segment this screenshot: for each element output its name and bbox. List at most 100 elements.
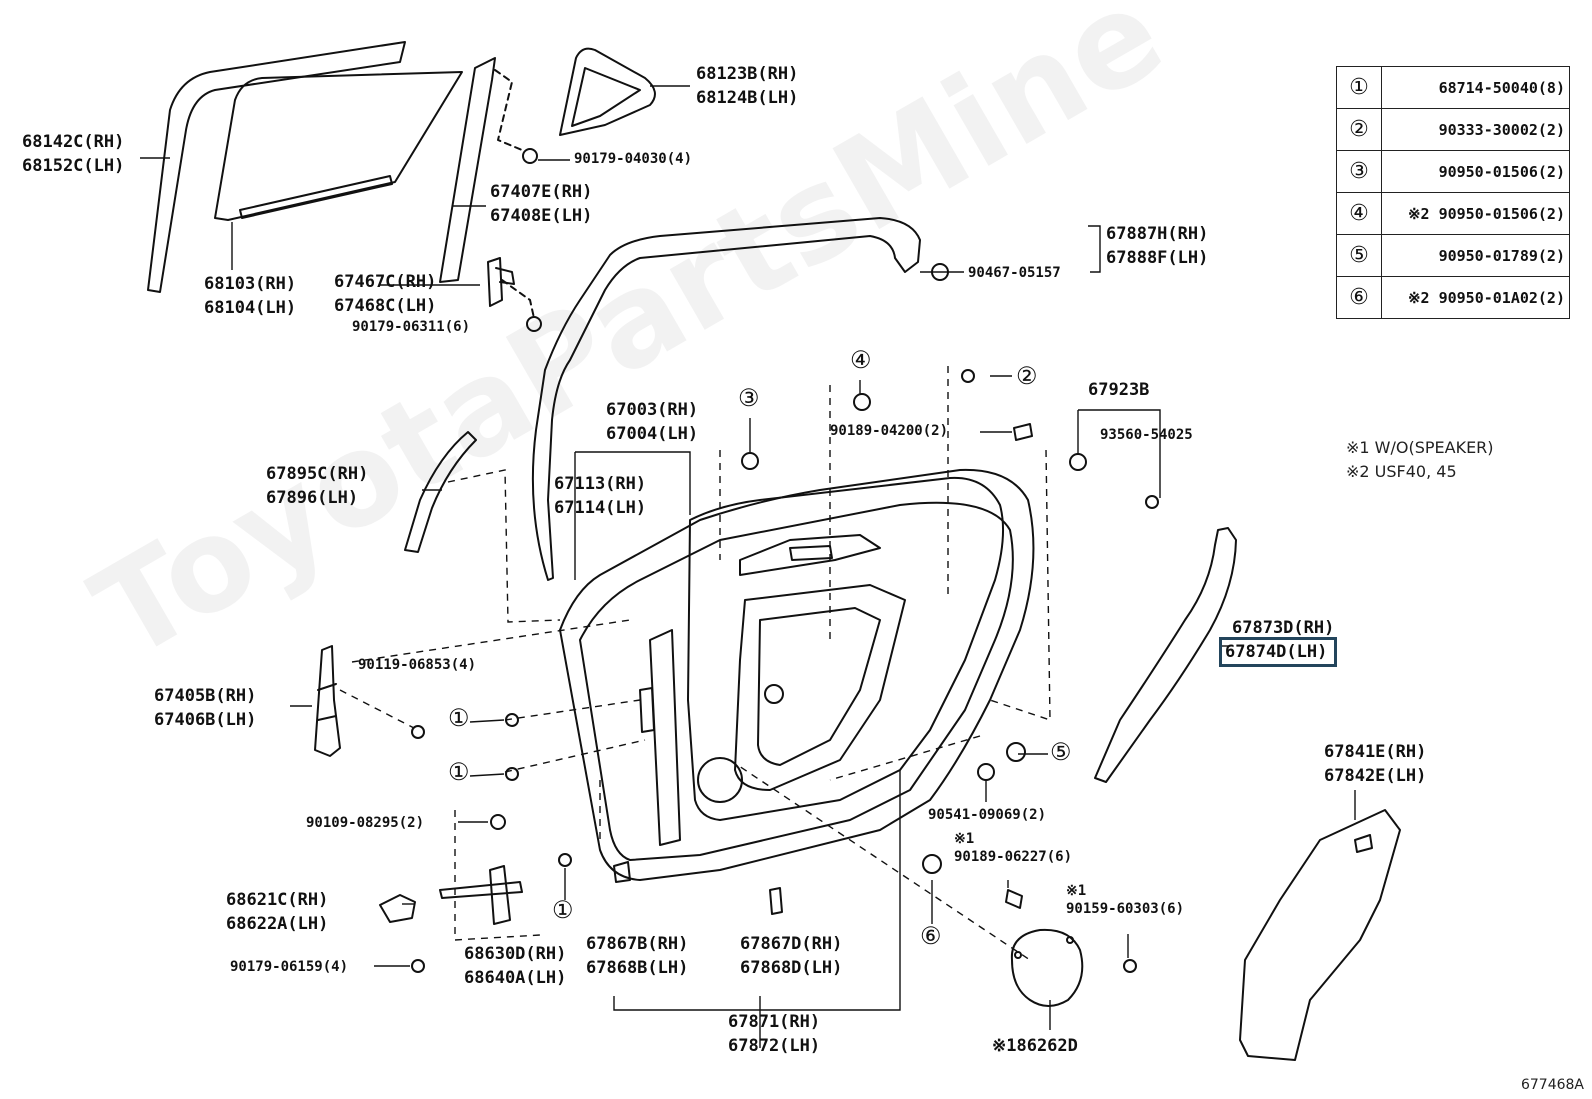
label-67923B[interactable]: 67923B [1088,380,1150,400]
part-rh: 67871(RH) [728,1012,821,1032]
part-rh: 67867B(RH) [586,934,689,954]
part-rh: 67867D(RH) [740,934,843,954]
part-number[interactable]: 68714-50040(8) [1381,66,1570,109]
label-90189-06227[interactable]: ※1 90189-06227(6) [954,830,1072,866]
callout-symbol: ⑤ [1336,234,1382,277]
division-bar-drawing [439,57,496,283]
glass-run-channel-drawing [147,41,406,293]
part-lh: 67842E(LH) [1324,766,1427,786]
reference-code: 677468A [1520,1077,1584,1093]
label-67003[interactable]: 67003(RH) 67004(LH) [606,398,698,446]
door-check-drawing [379,865,523,925]
label-86262D[interactable]: ※186262D [992,1036,1078,1056]
part-rh: 67895C(RH) [266,464,369,484]
door-panel-drawing [559,468,1035,881]
label-67113[interactable]: 67113(RH) 67114(LH) [554,472,646,520]
callout-symbol: ② [1336,108,1382,151]
regulator-drawing [314,645,341,757]
label-67407E[interactable]: 67407E(RH) 67408E(LH) [490,180,592,228]
quarter-glass-drawing [559,47,656,136]
callout-6[interactable]: ⑥ [920,922,942,950]
callout-4[interactable]: ④ [850,346,872,374]
part-rh: 67467C(RH) [334,272,437,292]
callout-1[interactable]: ① [552,896,574,924]
label-67841E[interactable]: 67841E(RH) 67842E(LH) [1324,740,1426,788]
speaker-drawing [1010,928,1084,1007]
label-68123B[interactable]: 68123B(RH) 68124B(LH) [696,62,798,110]
callout-3[interactable]: ③ [738,384,760,412]
label-67405B[interactable]: 67405B(RH) 67406B(LH) [154,684,256,732]
label-68630D[interactable]: 68630D(RH) 68640A(LH) [464,942,566,990]
label-68103[interactable]: 68103(RH) 68104(LH) [204,272,296,320]
door-glass-drawing [214,71,463,221]
service-hole-cover-drawing [1239,809,1401,1061]
legend-note: ※2 USF40, 45 [1346,462,1457,481]
part-rh: 67407E(RH) [490,182,593,202]
label-67895C[interactable]: 67895C(RH) 67896(LH) [266,462,368,510]
label-67873D[interactable]: 67873D(RH) 67874D(LH) [1218,616,1338,667]
quantity-table: ① 68714-50040(8) ② 90333-30002(2) ③ 9095… [1336,66,1570,319]
part-number[interactable]: ※2 90950-01506(2) [1381,192,1570,235]
label-90179-04030[interactable]: 90179-04030(4) [574,151,693,167]
label-67467C[interactable]: 67467C(RH) 67468C(LH) [334,270,436,318]
callout-symbol: ④ [1336,192,1382,235]
label-90179-06159[interactable]: 90179-06159(4) [230,959,349,975]
label-67867D[interactable]: 67867D(RH) 67868D(LH) [740,932,842,980]
legend-note: ※1 W/O(SPEAKER) [1346,438,1494,457]
part-rh: 67841E(RH) [1324,742,1427,762]
callout-5[interactable]: ⑤ [1050,738,1072,766]
part-rh: 67405B(RH) [154,686,257,706]
callout-2[interactable]: ② [1016,362,1038,390]
legend-notes: ※1 W/O(SPEAKER) ※2 USF40, 45 [1346,436,1494,484]
part-number[interactable]: 90333-30002(2) [1381,108,1570,151]
highlighted-part-lh: 67874D(LH) [1218,637,1338,667]
part-rh: 68142C(RH) [22,132,125,152]
label-68621C[interactable]: 68621C(RH) 68622A(LH) [226,888,328,936]
rear-weatherstrip-drawing [1094,527,1237,783]
part-lh: 67408E(LH) [490,206,593,226]
label-90467-05157[interactable]: 90467-05157 [968,265,1061,281]
table-row: ② 90333-30002(2) [1336,108,1570,151]
part-lh: 67896(LH) [266,488,359,508]
label-90189-04200[interactable]: 90189-04200(2) [830,423,949,439]
label-67887H[interactable]: 67887H(RH) 67888F(LH) [1106,222,1208,270]
label-90119-06853[interactable]: 90119-06853(4) [358,657,477,673]
part-number[interactable]: 90950-01789(2) [1381,234,1570,277]
part-rh: 67873D(RH) [1232,618,1335,638]
note-mark: ※1 [954,831,975,847]
label-90179-06311[interactable]: 90179-06311(6) [352,319,471,335]
part-rh: 68630D(RH) [464,944,567,964]
leader-line [501,279,535,319]
bracket-drawing [487,257,515,307]
part-number[interactable]: ※2 90950-01A02(2) [1381,276,1570,319]
callout-1[interactable]: ① [448,704,470,732]
leader-line [494,69,523,151]
label-67867B[interactable]: 67867B(RH) 67868B(LH) [586,932,688,980]
table-row: ⑤ 90950-01789(2) [1336,234,1570,277]
part-rh: 68123B(RH) [696,64,799,84]
part-lh: 68640A(LH) [464,968,567,988]
part-lh: 67004(LH) [606,424,699,444]
dashed-assembly-lines [339,366,1051,961]
part-lh: 68152C(LH) [22,156,125,176]
part-number[interactable]: 90950-01506(2) [1381,150,1570,193]
garnish-drawing [404,431,477,553]
label-67871[interactable]: 67871(RH) 67872(LH) [728,1010,820,1058]
label-93560-54025[interactable]: 93560-54025 [1100,427,1193,443]
label-90109-08295[interactable]: 90109-08295(2) [306,815,425,831]
part-rh: 67887H(RH) [1106,224,1209,244]
callout-symbol: ③ [1336,150,1382,193]
part-number: 90159-60303(6) [1066,901,1185,917]
label-90541-09069[interactable]: 90541-09069(2) [928,807,1047,823]
label-68142C[interactable]: 68142C(RH) 68152C(LH) [22,130,124,178]
part-lh: 67868B(LH) [586,958,689,978]
part-lh: 67868D(LH) [740,958,843,978]
part-number: 90189-06227(6) [954,849,1073,865]
part-lh: 67406B(LH) [154,710,257,730]
callout-1[interactable]: ① [448,758,470,786]
part-rh: 67003(RH) [606,400,699,420]
part-rh: 68103(RH) [204,274,297,294]
part-lh: 68622A(LH) [226,914,329,934]
label-90159-60303[interactable]: ※1 90159-60303(6) [1066,882,1184,918]
